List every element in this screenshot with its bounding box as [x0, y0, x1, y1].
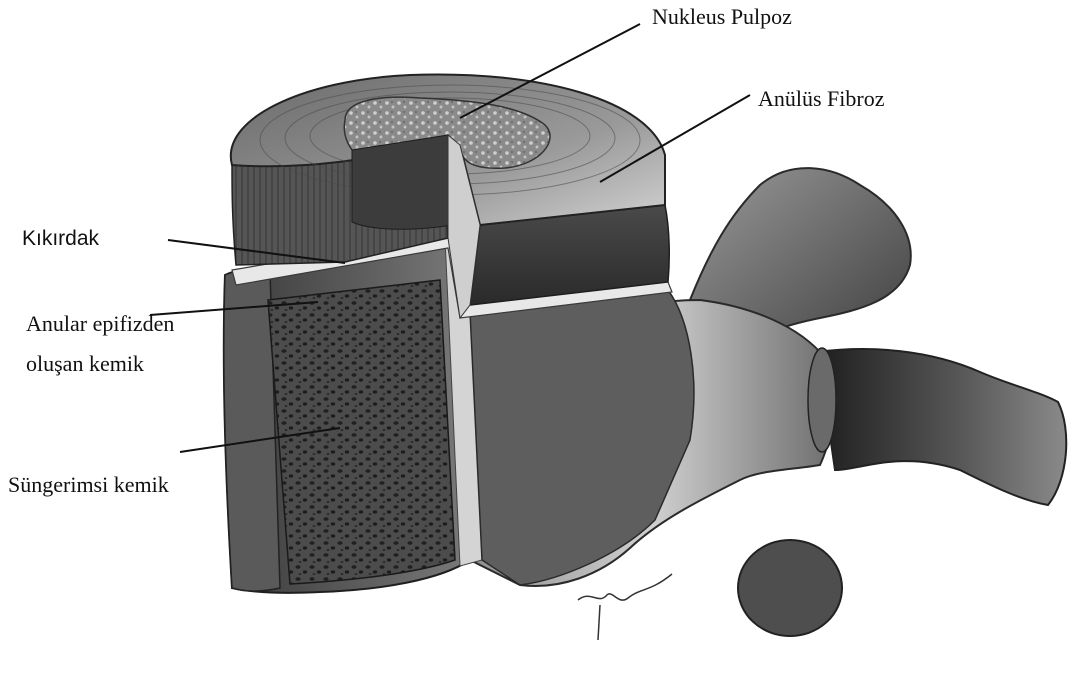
pedicle-cap [808, 348, 836, 452]
spinous-process [818, 349, 1066, 505]
label-annulus-fibrosus: Anülüs Fibroz [758, 86, 885, 111]
spongy-bone [268, 280, 455, 584]
label-cartilage: Kıkırdak [22, 227, 99, 251]
artist-signature [578, 574, 672, 640]
label-epiphysis-line1: Anular epifizden [26, 311, 174, 336]
nucleus-cut [352, 135, 452, 229]
label-epiphysis-line2: oluşan kemik [26, 351, 144, 376]
articular-process [738, 540, 842, 636]
label-spongy-bone: Süngerimsi kemik [8, 472, 169, 497]
body-side [470, 290, 694, 585]
label-nucleus-pulposus: Nukleus Pulpoz [652, 4, 792, 29]
